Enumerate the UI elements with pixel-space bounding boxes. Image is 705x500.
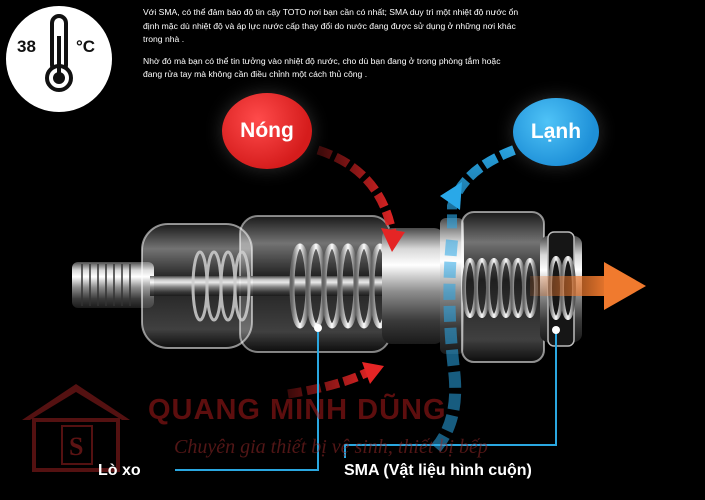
- temperature-value: 38: [17, 37, 36, 56]
- cold-water-arrow: [447, 145, 516, 232]
- cold-water-flow: [431, 239, 462, 452]
- hot-arrow-head: [381, 228, 405, 252]
- thermometer-icon: [45, 14, 73, 92]
- cold-water-bubble: Lạnh: [513, 98, 599, 166]
- house-logo-icon: [22, 384, 130, 472]
- watermark-title: QUANG MINH DŨNG: [148, 394, 447, 426]
- leader-lines: [175, 328, 557, 471]
- temperature-unit: °C: [76, 37, 96, 56]
- intro-paragraph-2: Nhờ đó mà bạn có thể tin tưởng vào nhiệt…: [143, 55, 563, 82]
- spring-caption: Lò xo: [98, 462, 141, 479]
- spring: [289, 243, 391, 329]
- hot-arrow-head-lower: [362, 362, 384, 384]
- thermometer-badge: 38 °C: [6, 6, 112, 112]
- intro-line: đang rửa tay mà không cần điều chỉnh một…: [143, 69, 368, 79]
- cold-arrow-head: [440, 182, 462, 210]
- cartridge-body: [141, 215, 391, 353]
- intro-line: trong nhà .: [143, 34, 185, 44]
- hot-water-arrow-lower: [287, 367, 371, 399]
- sma-caption: SMA (Vật liệu hình cuộn): [344, 462, 532, 479]
- hot-water-arrow: [316, 145, 397, 233]
- splined-shaft: [72, 262, 154, 308]
- watermark-tagline: Chuyên gia thiết bị vệ sinh, thiết bị bế…: [174, 436, 488, 458]
- cold-label: Lạnh: [530, 120, 582, 143]
- intro-text: Với SMA, có thể đảm bảo độ tin cậy TOTO …: [143, 6, 563, 90]
- intro-line: Nhờ đó mà bạn có thể tin tưởng vào nhiệt…: [143, 55, 501, 66]
- intro-line: Với SMA, có thể đảm bảo độ tin cậy TOTO …: [143, 7, 519, 17]
- mixed-water-arrow: [604, 262, 646, 310]
- hot-water-bubble: Nóng: [222, 93, 312, 169]
- spring-marker: [314, 324, 322, 332]
- sma-marker: [552, 326, 560, 334]
- hot-label: Nóng: [240, 119, 294, 142]
- logo-letter: S: [69, 432, 83, 461]
- intro-line: định mặc dù nhiệt độ và áp lực nước cấp …: [143, 20, 516, 31]
- intro-paragraph-1: Với SMA, có thể đảm bảo độ tin cậy TOTO …: [143, 6, 563, 47]
- inner-coil: [191, 250, 251, 322]
- mixed-water-flow: [530, 276, 610, 296]
